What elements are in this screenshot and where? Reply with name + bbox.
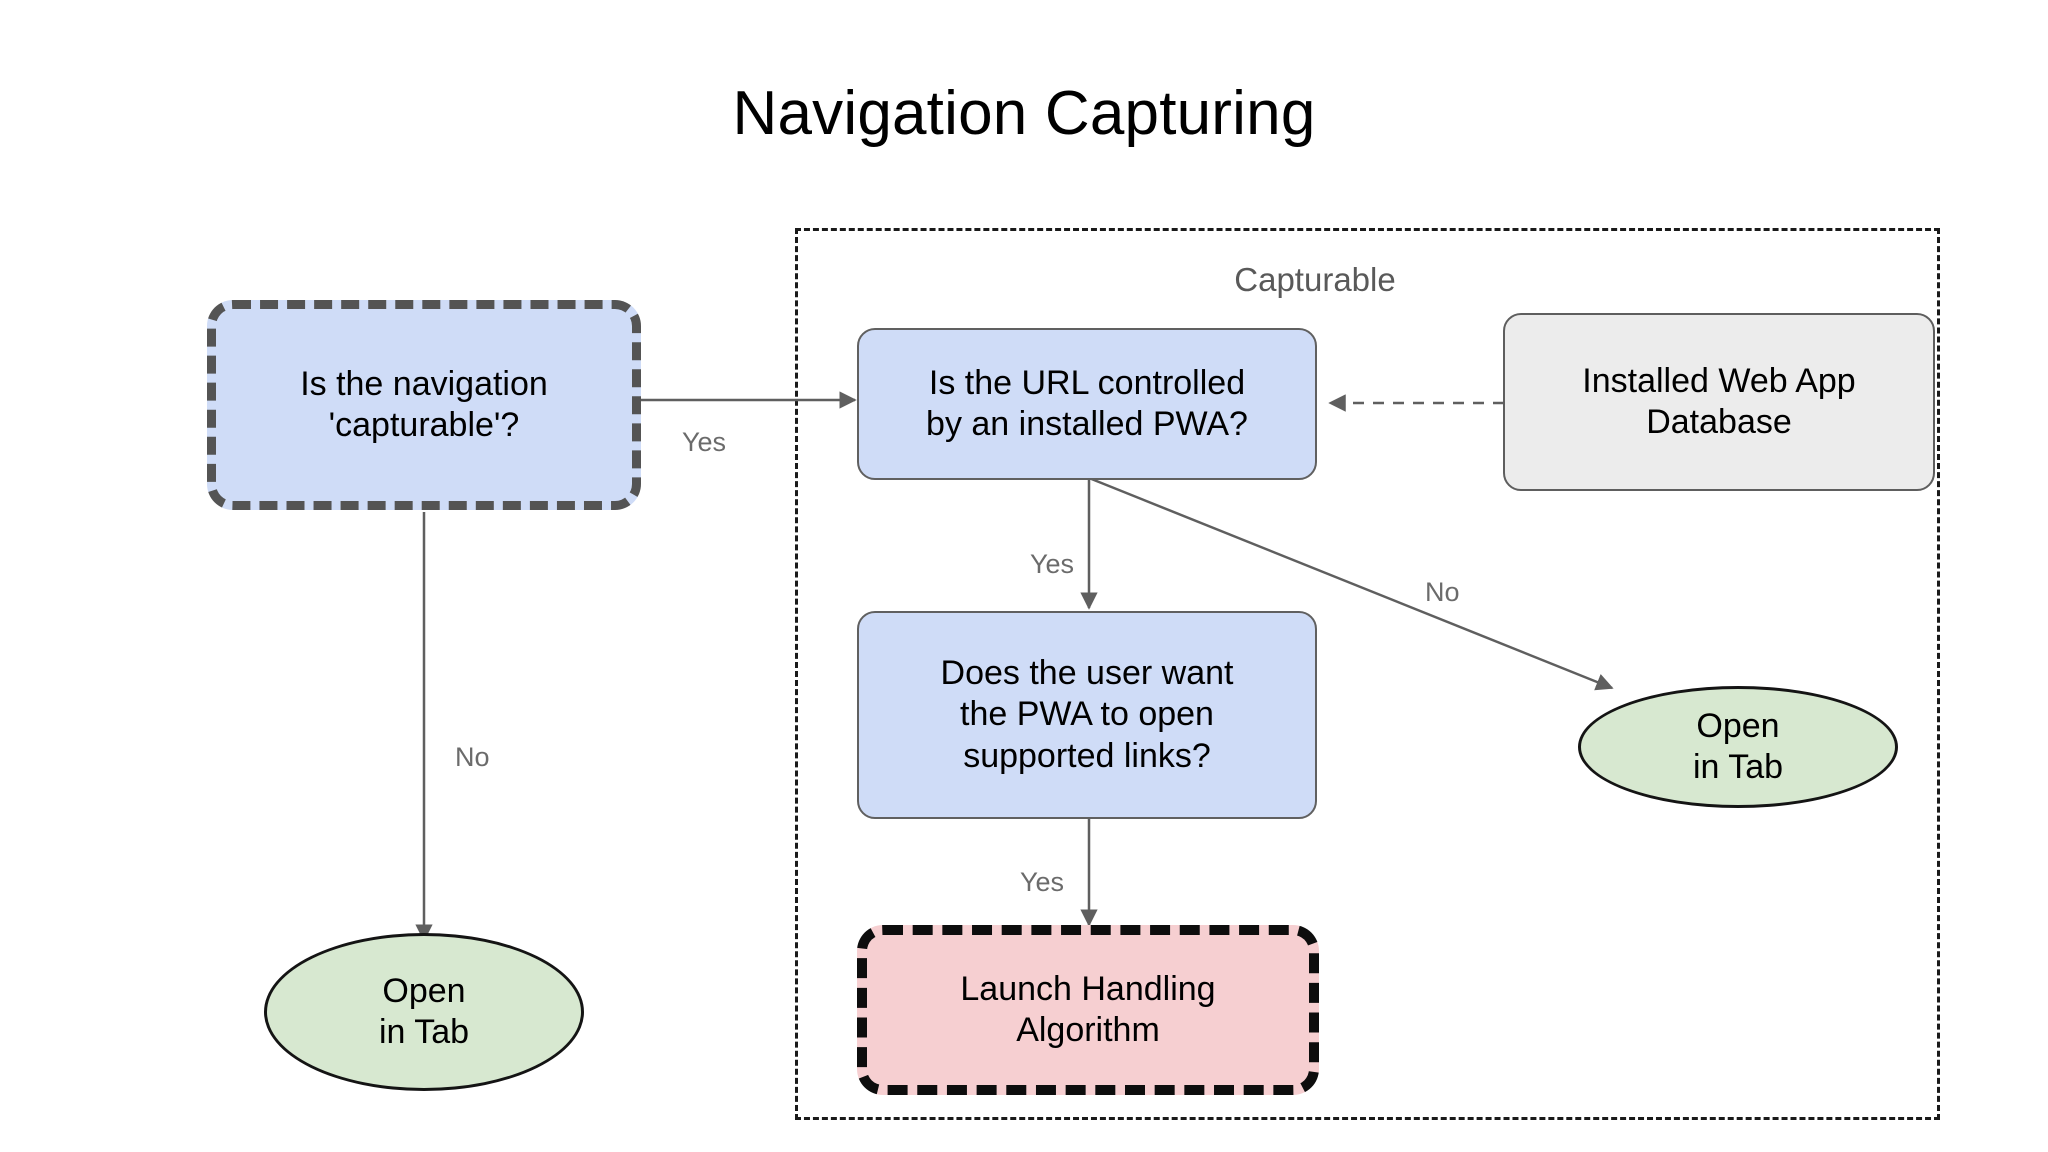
node-launch-handling-algorithm-label: Launch Handling Algorithm: [960, 969, 1216, 1049]
edge-label-url-yes: Yes: [1030, 549, 1075, 579]
node-open-in-tab-left[interactable]: Open in Tab: [264, 933, 584, 1091]
node-open-in-tab-right[interactable]: Open in Tab: [1578, 686, 1898, 808]
edge-label-capturable-yes: Yes: [682, 427, 727, 457]
capturable-group-container: [795, 228, 1940, 1120]
node-open-in-tab-right-label: Open in Tab: [1692, 706, 1784, 786]
edge-label-capturable-no: No: [455, 742, 490, 772]
node-installed-web-app-database-label: Installed Web App Database: [1582, 361, 1856, 441]
node-does-user-want-pwa[interactable]: Does the user want the PWA to open suppo…: [857, 611, 1317, 819]
capturable-group-label: Capturable: [1234, 261, 1396, 298]
edge-label-url-no: No: [1425, 577, 1460, 607]
node-is-navigation-capturable[interactable]: Is the navigation 'capturable'?: [207, 300, 641, 510]
node-is-navigation-capturable-label: Is the navigation 'capturable'?: [300, 364, 548, 444]
node-does-user-want-pwa-label: Does the user want the PWA to open suppo…: [940, 653, 1234, 775]
node-is-url-controlled[interactable]: Is the URL controlled by an installed PW…: [857, 328, 1317, 480]
node-launch-handling-algorithm[interactable]: Launch Handling Algorithm: [857, 925, 1319, 1095]
edge-label-user-yes: Yes: [1020, 867, 1065, 897]
node-is-url-controlled-label: Is the URL controlled by an installed PW…: [926, 363, 1248, 443]
node-open-in-tab-left-label: Open in Tab: [378, 971, 470, 1051]
page-title: Navigation Capturing: [732, 79, 1316, 148]
node-installed-web-app-database[interactable]: Installed Web App Database: [1503, 313, 1935, 491]
